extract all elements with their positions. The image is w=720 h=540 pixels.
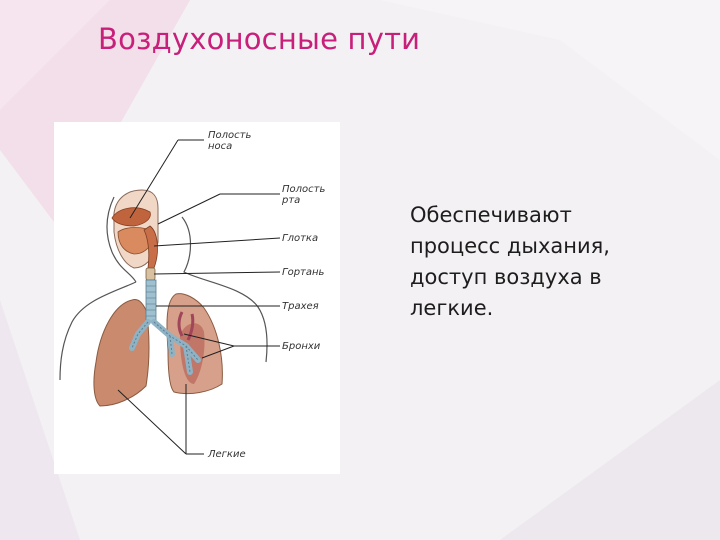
- label-trachea: Трахея: [282, 301, 319, 312]
- label-oral-cavity: Полость рта: [282, 184, 326, 206]
- larynx-shape: [145, 267, 156, 281]
- label-larynx: Гортань: [282, 267, 325, 278]
- description-line: процесс дыхания,: [410, 234, 610, 258]
- bronchi-shape: [129, 319, 201, 375]
- slide-title: Воздухоносные пути: [98, 22, 421, 56]
- description-text: Обеспечивают процесс дыхания, доступ воз…: [410, 200, 710, 324]
- label-bronchi: Бронхи: [282, 341, 321, 352]
- respiratory-diagram: Полость носа Полость рта Глотка Гортань …: [54, 122, 340, 474]
- description-line: легкие.: [410, 296, 494, 320]
- left-lung-shape: [93, 299, 150, 407]
- label-pharynx: Глотка: [282, 233, 319, 244]
- respiratory-system-illustration: [59, 139, 281, 455]
- description-line: Обеспечивают: [410, 203, 572, 227]
- description-line: доступ воздуха в: [410, 265, 602, 289]
- label-nasal-cavity: Полость носа: [208, 130, 252, 152]
- label-lungs: Легкие: [208, 449, 246, 460]
